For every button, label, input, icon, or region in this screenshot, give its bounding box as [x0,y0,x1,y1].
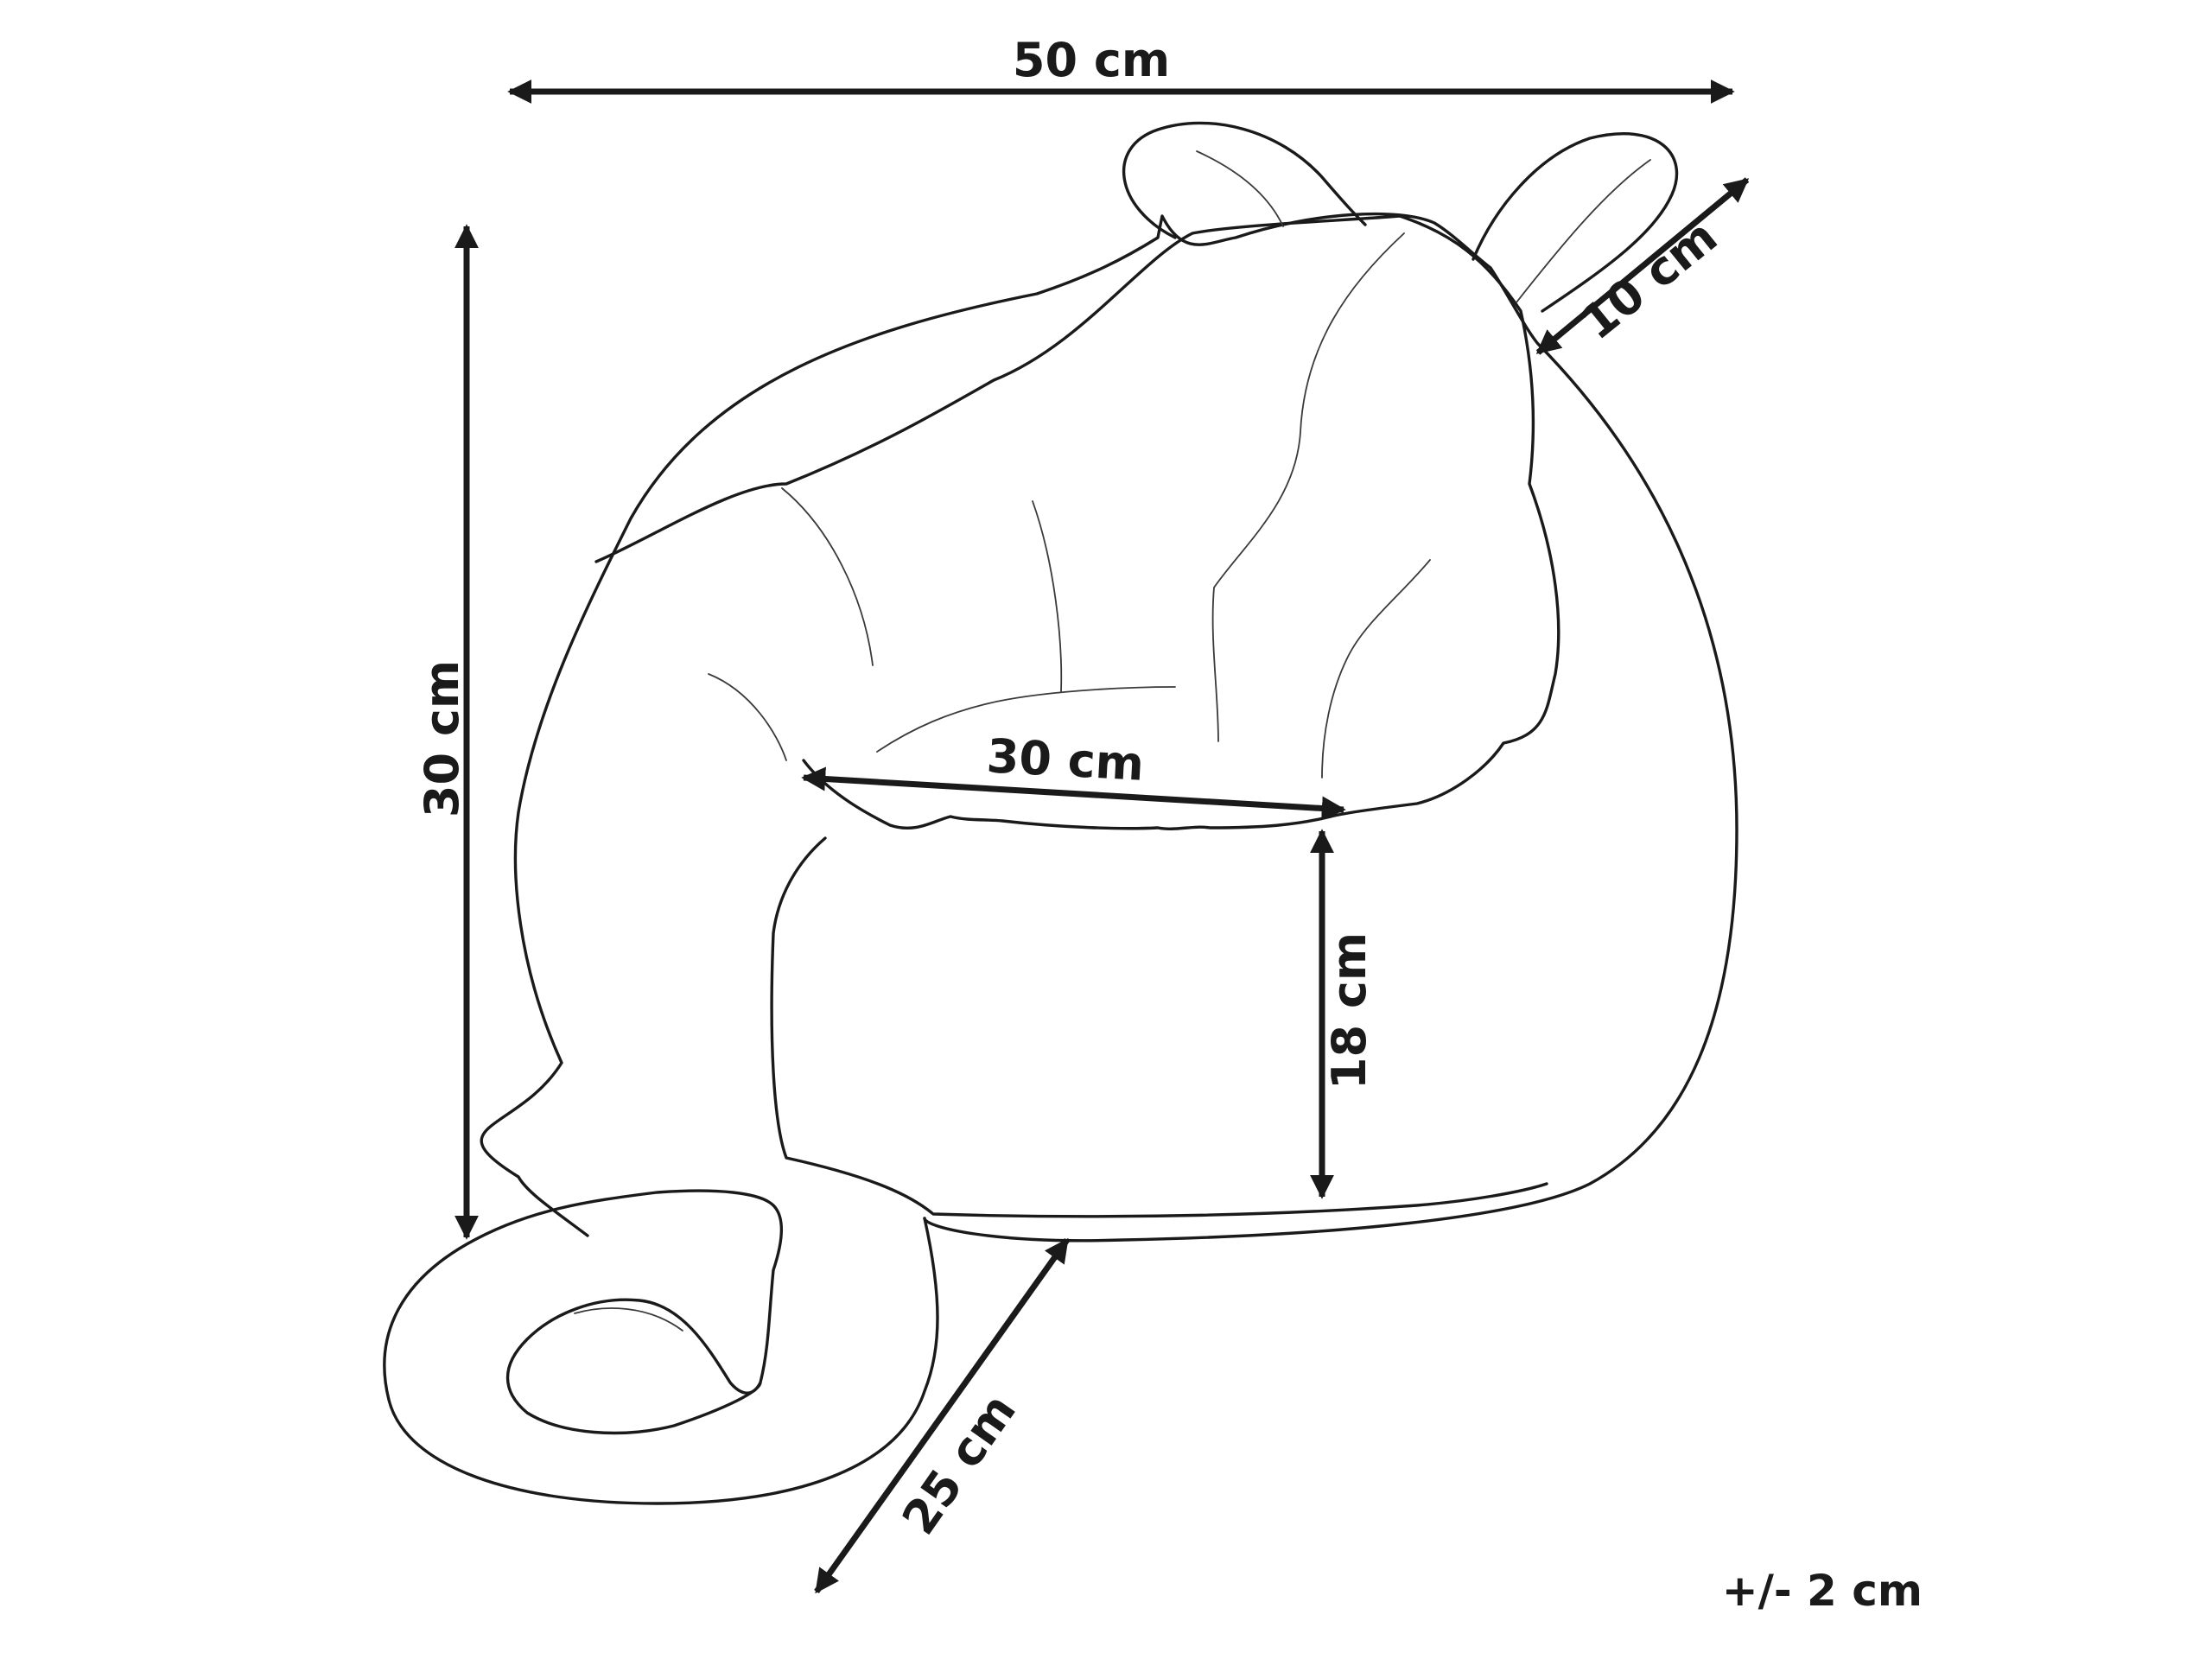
seam-left-ear [1196,150,1284,227]
tail [383,1189,939,1505]
bed-seat-well [802,759,1332,830]
seam-back-mid [1032,500,1063,692]
seat-width-dimension-arrow [801,766,1346,821]
dimension-lines [454,79,1750,1594]
height-label: 30 cm [415,660,469,817]
seam-back-center [1211,232,1405,742]
seat-height-label: 18 cm [1322,932,1376,1090]
seam-side-left [708,673,787,761]
width-label: 50 cm [1013,33,1170,87]
seat-width-label: 30 cm [985,728,1145,791]
seam-seat-back [876,686,1176,753]
pet-bed-outline [383,121,1738,1505]
bed-front-panel [770,836,1548,1218]
bed-outer-body [480,212,1738,1243]
tail-dimension-arrow [814,1237,1070,1594]
seam-tail-inner [574,1307,683,1332]
tail-label: 25 cm [892,1384,1027,1544]
ear-dimension-arrow [1535,177,1750,355]
tolerance-label: +/- 2 cm [1722,1566,1923,1616]
left-ear [1122,121,1367,239]
bed-inner-cushion [594,214,1560,818]
dimension-labels: 50 cm 30 cm 10 cm 30 cm 18 cm 25 cm +/- … [415,33,1923,1616]
seam-back-right [1321,559,1431,779]
seam-back-left [781,487,874,666]
